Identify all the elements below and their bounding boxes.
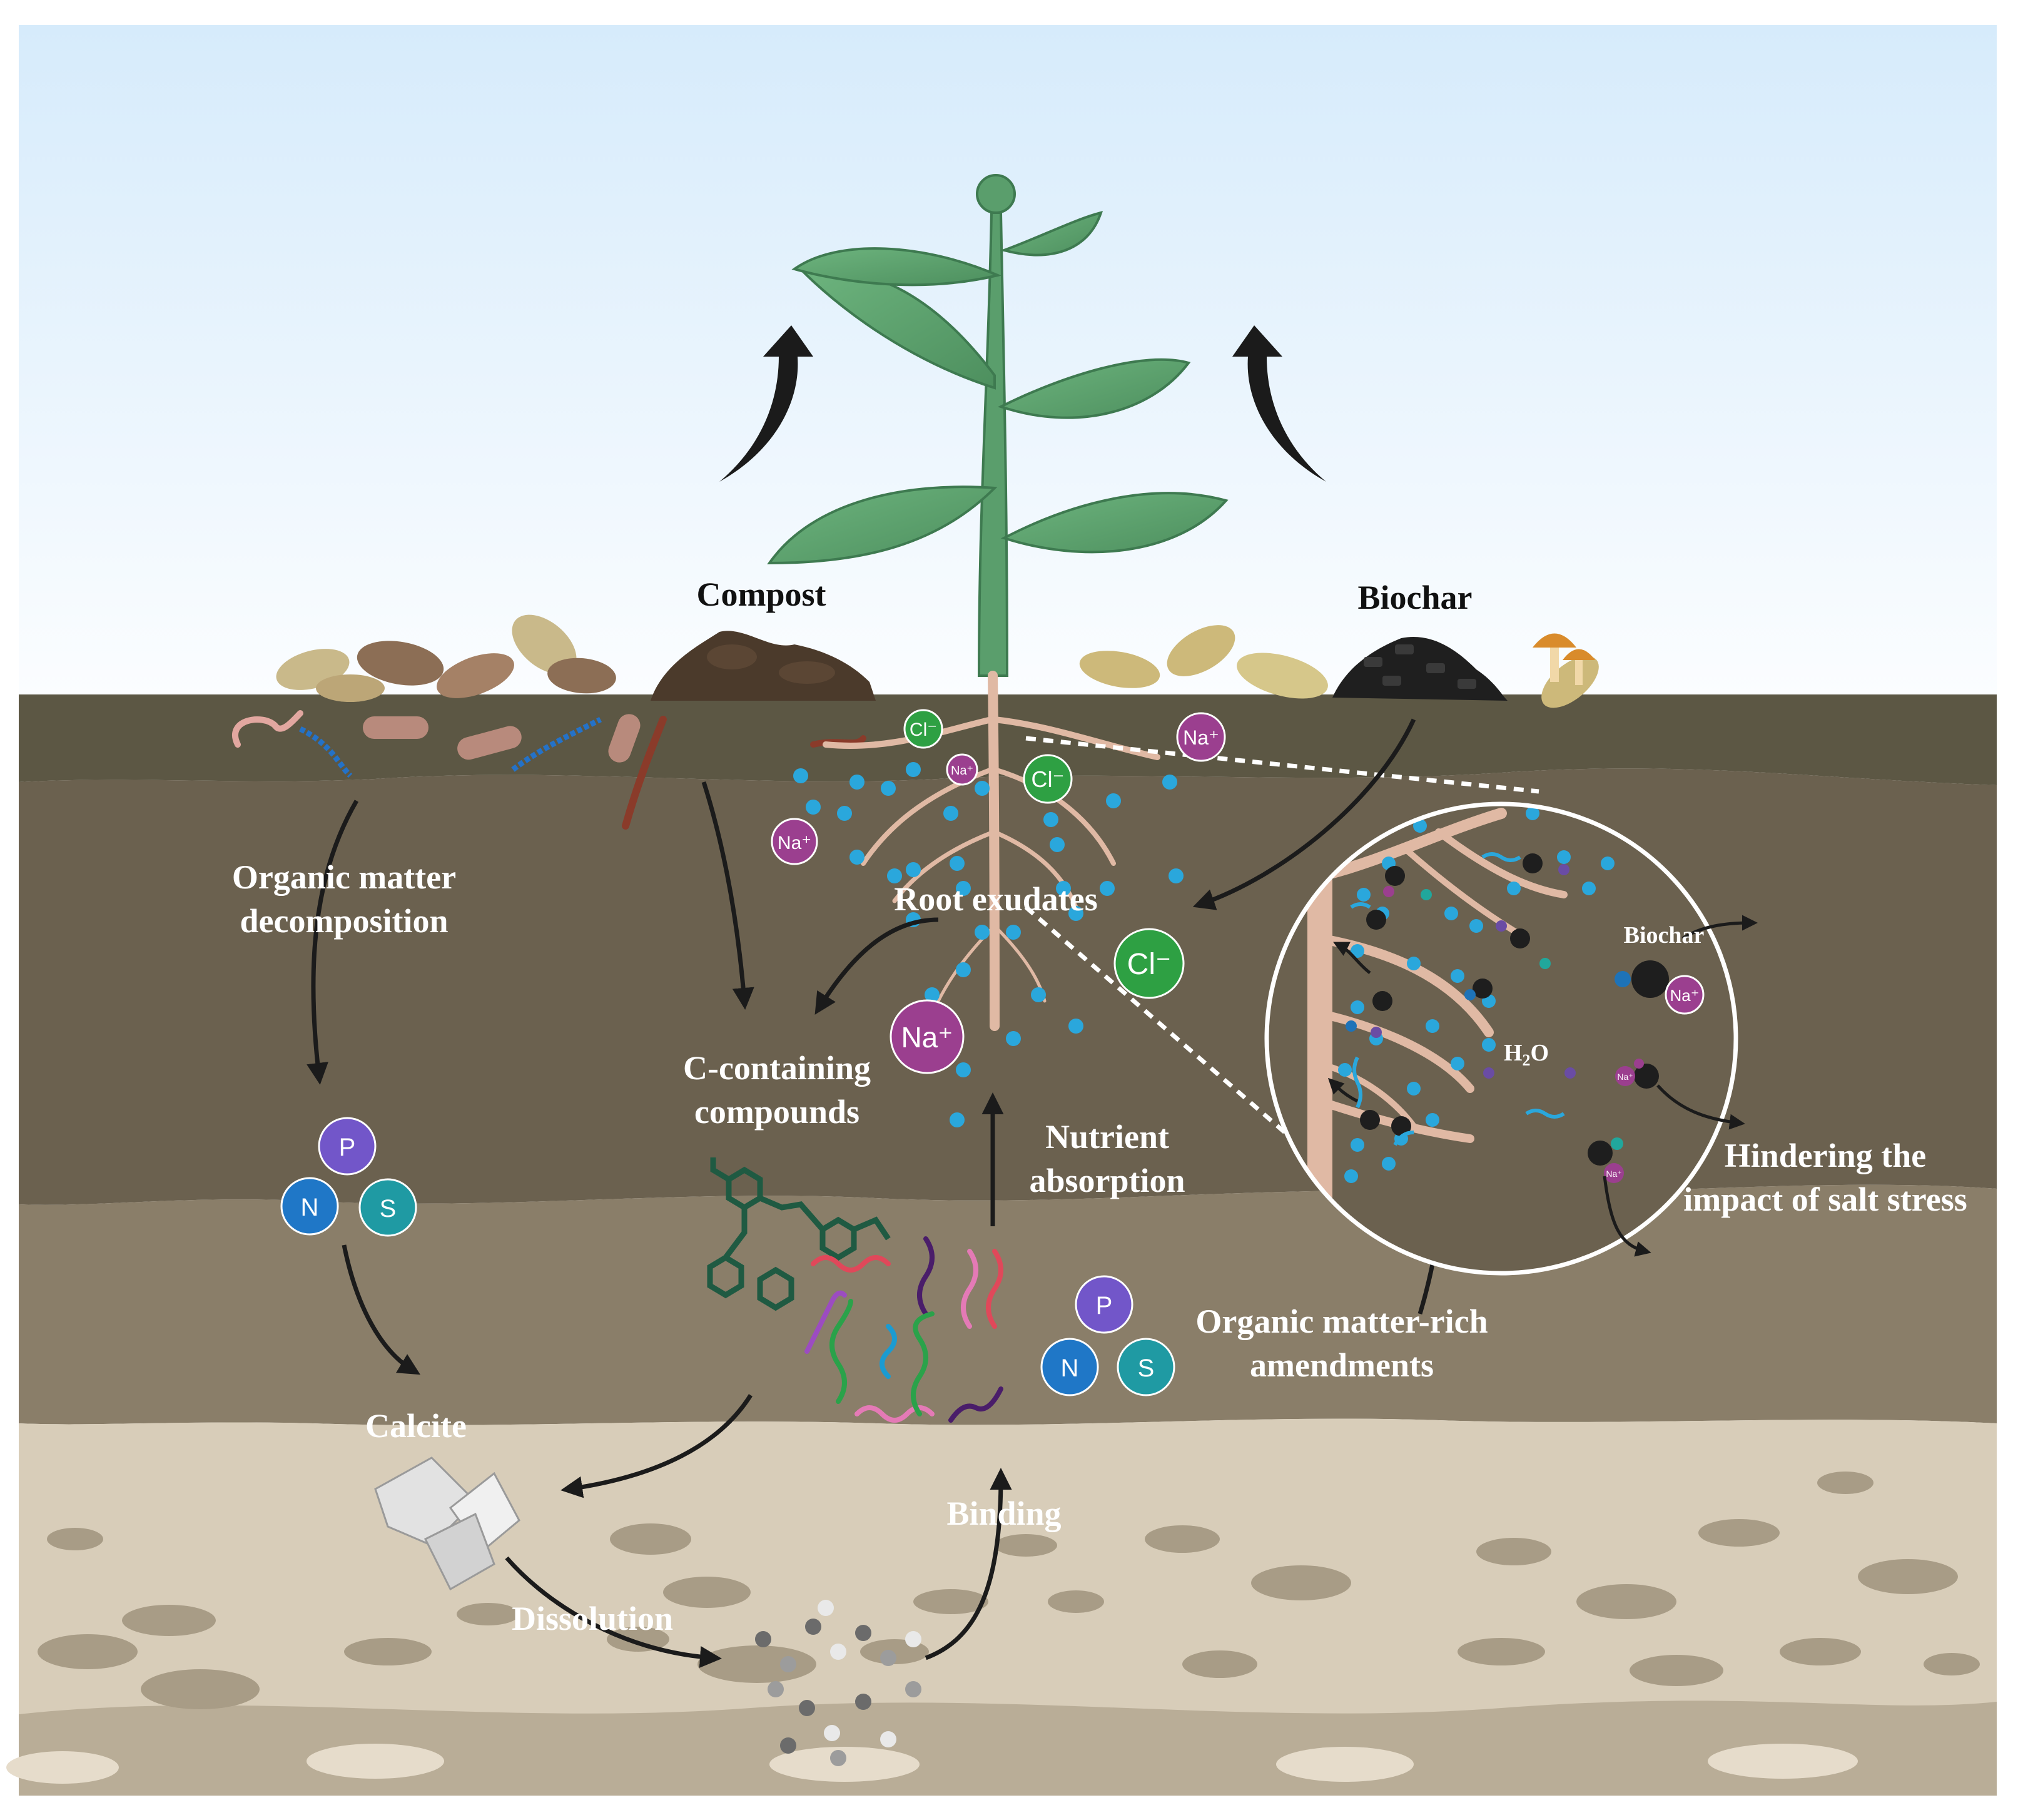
arrow-exudates-to-compounds: [814, 917, 939, 1015]
calcite-label: Calcite: [365, 1407, 467, 1445]
arrow-binding: [925, 1468, 1012, 1660]
hindering-salt-stress-label: Hindering the: [1725, 1137, 1927, 1174]
binding-label: Binding: [946, 1495, 1061, 1532]
hindering-salt-stress-label-2: impact of salt stress: [1683, 1181, 1967, 1218]
arrow-compost-to-compounds: [701, 781, 754, 1010]
plant-bud: [976, 174, 1016, 214]
nutrient-dots: [774, 762, 1184, 1127]
nutrient-absorption-label: Nutrient: [1045, 1118, 1169, 1156]
svg-text:Na⁺: Na⁺: [1183, 726, 1219, 749]
svg-text:S: S: [1138, 1355, 1155, 1382]
svg-text:Na⁺: Na⁺: [1606, 1169, 1621, 1179]
growth-arrow-right: [1232, 325, 1326, 482]
bedrock-pale-stones: [6, 1744, 1858, 1784]
arrow-pns-to-calcite: [342, 1244, 421, 1375]
c-containing-compounds-label-2: compounds: [694, 1093, 859, 1131]
magnify-line-bottom: [1024, 905, 1316, 1159]
organic-matter-decomposition-label-2: decomposition: [240, 902, 448, 940]
root-exudates-label: Root exudates: [894, 880, 1097, 918]
inset-biochar-particle: Na⁺: [1615, 1059, 1659, 1089]
nutrient-absorption-label-2: absorption: [1029, 1162, 1185, 1199]
carbon-compound-chains: [804, 1236, 1003, 1423]
inset-water-label: H2O: [1504, 1040, 1549, 1069]
topsoil-layer: [19, 694, 1997, 785]
nutrient-group-left: P N S: [280, 1117, 417, 1237]
inset-biochar-particle: Na⁺: [1588, 1137, 1624, 1183]
leaf: [791, 247, 1002, 287]
leaf: [767, 486, 998, 565]
dissolved-particles: [755, 1600, 921, 1766]
sodium-ion: Na⁺: [946, 753, 978, 786]
svg-text:S: S: [380, 1195, 397, 1223]
plant: [767, 174, 1229, 677]
svg-text:Cl⁻: Cl⁻: [1127, 948, 1172, 981]
nutrient-group-right: P N S: [1040, 1275, 1175, 1396]
biochar-pile: [1332, 637, 1508, 701]
svg-text:Na⁺: Na⁺: [951, 764, 973, 778]
svg-text:Na⁺: Na⁺: [901, 1021, 953, 1054]
chloride-ion: Cl⁻: [1113, 928, 1185, 999]
svg-text:Cl⁻: Cl⁻: [910, 719, 937, 740]
organic-molecules: [707, 1157, 891, 1311]
bedrock-band: [19, 1701, 1997, 1796]
svg-text:Na⁺: Na⁺: [778, 833, 811, 853]
arrow-compounds-to-calcite: [560, 1394, 753, 1498]
compost-label: Compost: [696, 576, 826, 613]
chloride-ion: Cl⁻: [1023, 754, 1073, 804]
chloride-ion: Cl⁻: [903, 709, 943, 749]
growth-arrow-left: [719, 325, 813, 482]
arrow-dissolution: [505, 1556, 722, 1668]
mushrooms: [1533, 633, 1595, 685]
leaf-litter-left: [276, 614, 616, 702]
svg-text:P: P: [1096, 1292, 1113, 1319]
svg-text:Na⁺: Na⁺: [1670, 986, 1700, 1005]
svg-text:Cl⁻: Cl⁻: [1032, 766, 1065, 792]
inset-biochar-label: Biochar: [1624, 922, 1705, 948]
magnify-line-top: [1025, 736, 1539, 794]
arrow-decomposition: [307, 800, 359, 1085]
leaf: [997, 358, 1191, 419]
c-containing-compounds-label: C-containing: [683, 1049, 871, 1087]
organic-matter-decomposition-label: Organic matter: [232, 858, 456, 896]
sodium-ion: Na⁺: [1176, 712, 1226, 762]
soil-organisms: [232, 710, 866, 830]
sodium-ion: Na⁺: [771, 818, 818, 865]
dissolution-label: Dissolution: [512, 1600, 673, 1637]
leaf-litter-right: [1079, 625, 1599, 708]
sodium-ion: Na⁺: [890, 999, 965, 1074]
svg-text:N: N: [301, 1194, 319, 1221]
amendments-label-2: amendments: [1250, 1346, 1434, 1384]
process-arrows: [307, 718, 1456, 1668]
compost-pile: [651, 631, 876, 701]
leaf: [1000, 211, 1103, 257]
amendments-label: Organic matter-rich: [1195, 1303, 1488, 1340]
svg-text:P: P: [339, 1134, 356, 1161]
bedrock-stones: [38, 1472, 1980, 1709]
inset-biochar-particle: Na⁺: [1615, 960, 1705, 1015]
svg-text:Na⁺: Na⁺: [1617, 1072, 1633, 1082]
calcite-crystals: [374, 1457, 520, 1591]
arrow-biochar-to-chloride: [1192, 718, 1416, 910]
biochar-label: Biochar: [1358, 579, 1473, 616]
leaf: [1000, 492, 1229, 554]
svg-text:N: N: [1061, 1355, 1079, 1382]
